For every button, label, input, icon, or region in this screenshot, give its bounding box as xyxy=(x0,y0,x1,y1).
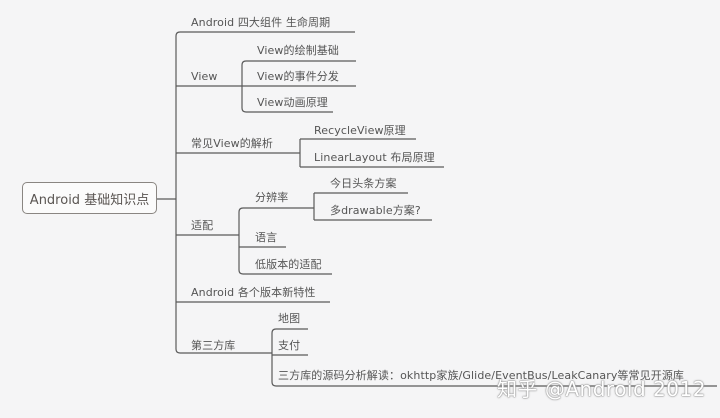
zhihu-watermark: 知乎 @Android 2012 xyxy=(497,377,706,401)
node-language[interactable]: 语言 xyxy=(255,231,278,244)
node-recyclerview[interactable]: RecycleView原理 xyxy=(314,124,406,137)
node-source-analysis[interactable]: 三方库的源码分析解读：okhttp家族/Glide/EventBus/LeakC… xyxy=(278,369,685,382)
node-map[interactable]: 地图 xyxy=(278,312,301,325)
branch-third-party-libs[interactable]: 第三方库 xyxy=(191,339,236,352)
node-resolution[interactable]: 分辨率 xyxy=(255,191,289,204)
branch-common-view-analysis[interactable]: 常见View的解析 xyxy=(191,137,274,150)
branch-adaptation[interactable]: 适配 xyxy=(191,219,214,232)
node-view-event-dispatch[interactable]: View的事件分发 xyxy=(257,70,340,83)
root-node[interactable]: Android 基础知识点 xyxy=(22,182,157,214)
branch-android-versions[interactable]: Android 各个版本新特性 xyxy=(191,286,316,299)
node-view-animation[interactable]: View动画原理 xyxy=(257,96,328,109)
node-view-drawing[interactable]: View的绘制基础 xyxy=(257,44,340,57)
node-toutiao-scheme[interactable]: 今日头条方案 xyxy=(330,177,397,190)
node-payment[interactable]: 支付 xyxy=(278,339,301,352)
node-multi-drawable[interactable]: 多drawable方案? xyxy=(330,204,421,217)
node-linearlayout[interactable]: LinearLayout 布局原理 xyxy=(314,151,435,164)
root-node-label: Android 基础知识点 xyxy=(29,192,150,208)
node-low-version-adaptation[interactable]: 低版本的适配 xyxy=(255,258,322,271)
branch-android-components[interactable]: Android 四大组件 生命周期 xyxy=(191,16,331,29)
branch-view[interactable]: View xyxy=(191,70,218,83)
